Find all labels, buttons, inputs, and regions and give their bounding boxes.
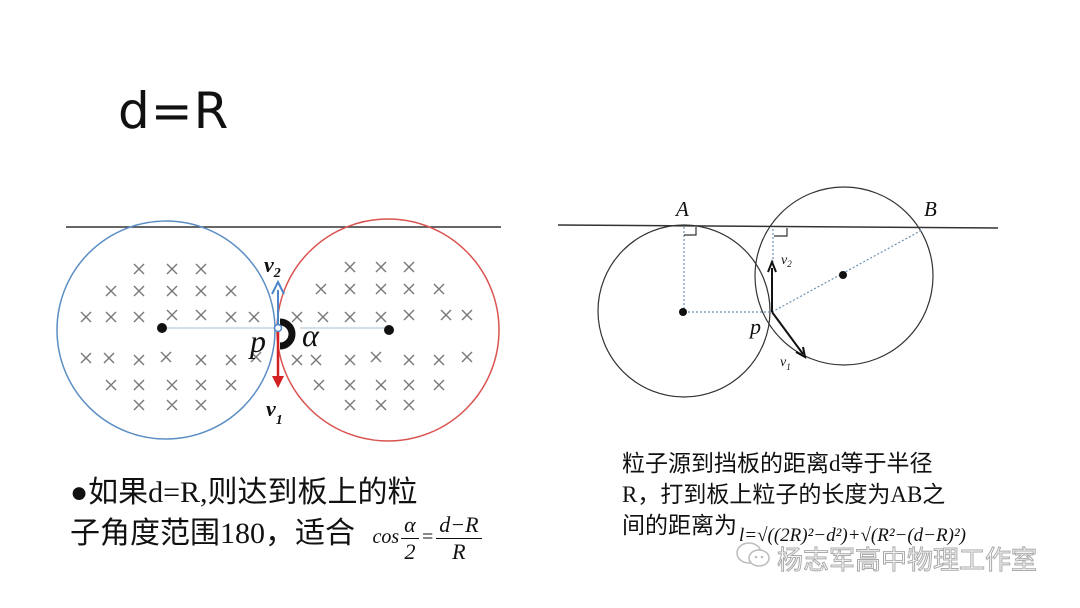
denominator: R — [452, 539, 466, 564]
right-figure: A B p v2 v1 — [557, 186, 999, 398]
watermark-text: 杨志军高中物理工作室 — [776, 546, 1038, 577]
right-center-dot — [384, 325, 394, 335]
right-line-1: 粒子源到挡板的距离d等于半径 — [622, 451, 933, 476]
equals-sign: = — [420, 526, 435, 549]
circle-1 — [597, 224, 771, 398]
right-line-3-text: 间的距离为 — [622, 513, 737, 538]
left-figure: v2 v1 p α — [56, 218, 501, 442]
left-line-1: ●如果d=R,则达到板上的粒 — [70, 474, 484, 512]
length-formula: l=√((2R)²−d²)+√(R²−(d−R)²) — [739, 525, 966, 546]
left-line-1-text: 如果d=R,则达到板上的粒 — [88, 476, 418, 509]
label-alpha: α — [302, 317, 320, 353]
left-line-2-text: 子角度范围180，适合 — [70, 517, 355, 551]
v1-arrow — [771, 311, 804, 355]
label-p: p — [248, 323, 266, 359]
label-p: p — [748, 314, 761, 339]
right-line-2: R，打到板上粒子的长度为AB之 — [622, 482, 946, 507]
watermark: 杨志军高中物理工作室 — [735, 540, 1038, 577]
center-dot-1 — [679, 308, 687, 316]
bullet: ● — [70, 476, 89, 509]
denominator: 2 — [404, 539, 416, 564]
circle-2 — [754, 186, 934, 366]
center-dot-2 — [839, 271, 847, 279]
label-A: A — [674, 197, 689, 221]
baffle-line — [557, 224, 999, 229]
label-v2: v2 — [781, 253, 792, 269]
label-v1: v1 — [780, 355, 791, 372]
numerator: α — [401, 512, 419, 539]
formula-cos: cos — [372, 526, 400, 549]
left-center-dot — [157, 323, 167, 333]
label-B: B — [924, 197, 937, 221]
numerator: d−R — [436, 512, 482, 539]
wechat-icon — [735, 541, 771, 576]
slide-title: d=R — [118, 82, 230, 140]
magnetic-field-crosses — [80, 261, 473, 411]
label-v1: v1 — [266, 396, 283, 428]
point-p — [273, 323, 283, 333]
angle-arc — [279, 318, 296, 350]
label-v2: v2 — [264, 252, 281, 281]
